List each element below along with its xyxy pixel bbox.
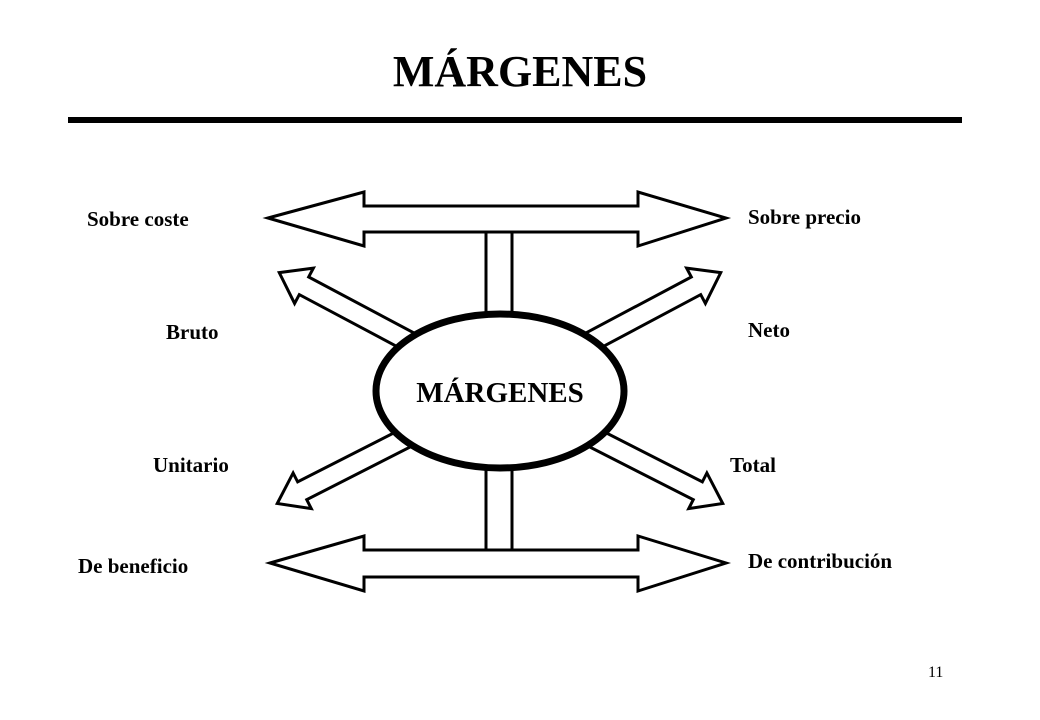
page-title: MÁRGENES bbox=[392, 47, 648, 96]
label-bruto: Bruto bbox=[166, 320, 219, 344]
double-arrow-top bbox=[262, 189, 732, 249]
label-sobre-precio: Sobre precio bbox=[748, 205, 861, 229]
label-total: Total bbox=[730, 453, 776, 477]
center-ellipse bbox=[372, 310, 628, 472]
label-de-beneficio: De beneficio bbox=[78, 554, 189, 578]
center-label: MÁRGENES bbox=[416, 377, 584, 409]
connector-bar-bottom bbox=[484, 460, 514, 553]
label-de-contribucion: De contribución bbox=[748, 549, 893, 573]
title-divider bbox=[68, 117, 962, 123]
label-sobre-coste: Sobre coste bbox=[87, 207, 189, 231]
label-unitario: Unitario bbox=[153, 453, 229, 477]
label-neto: Neto bbox=[748, 318, 790, 342]
page-number: 11 bbox=[928, 664, 944, 681]
double-arrow-bottom bbox=[264, 533, 732, 594]
connector-bar-top bbox=[484, 230, 514, 320]
